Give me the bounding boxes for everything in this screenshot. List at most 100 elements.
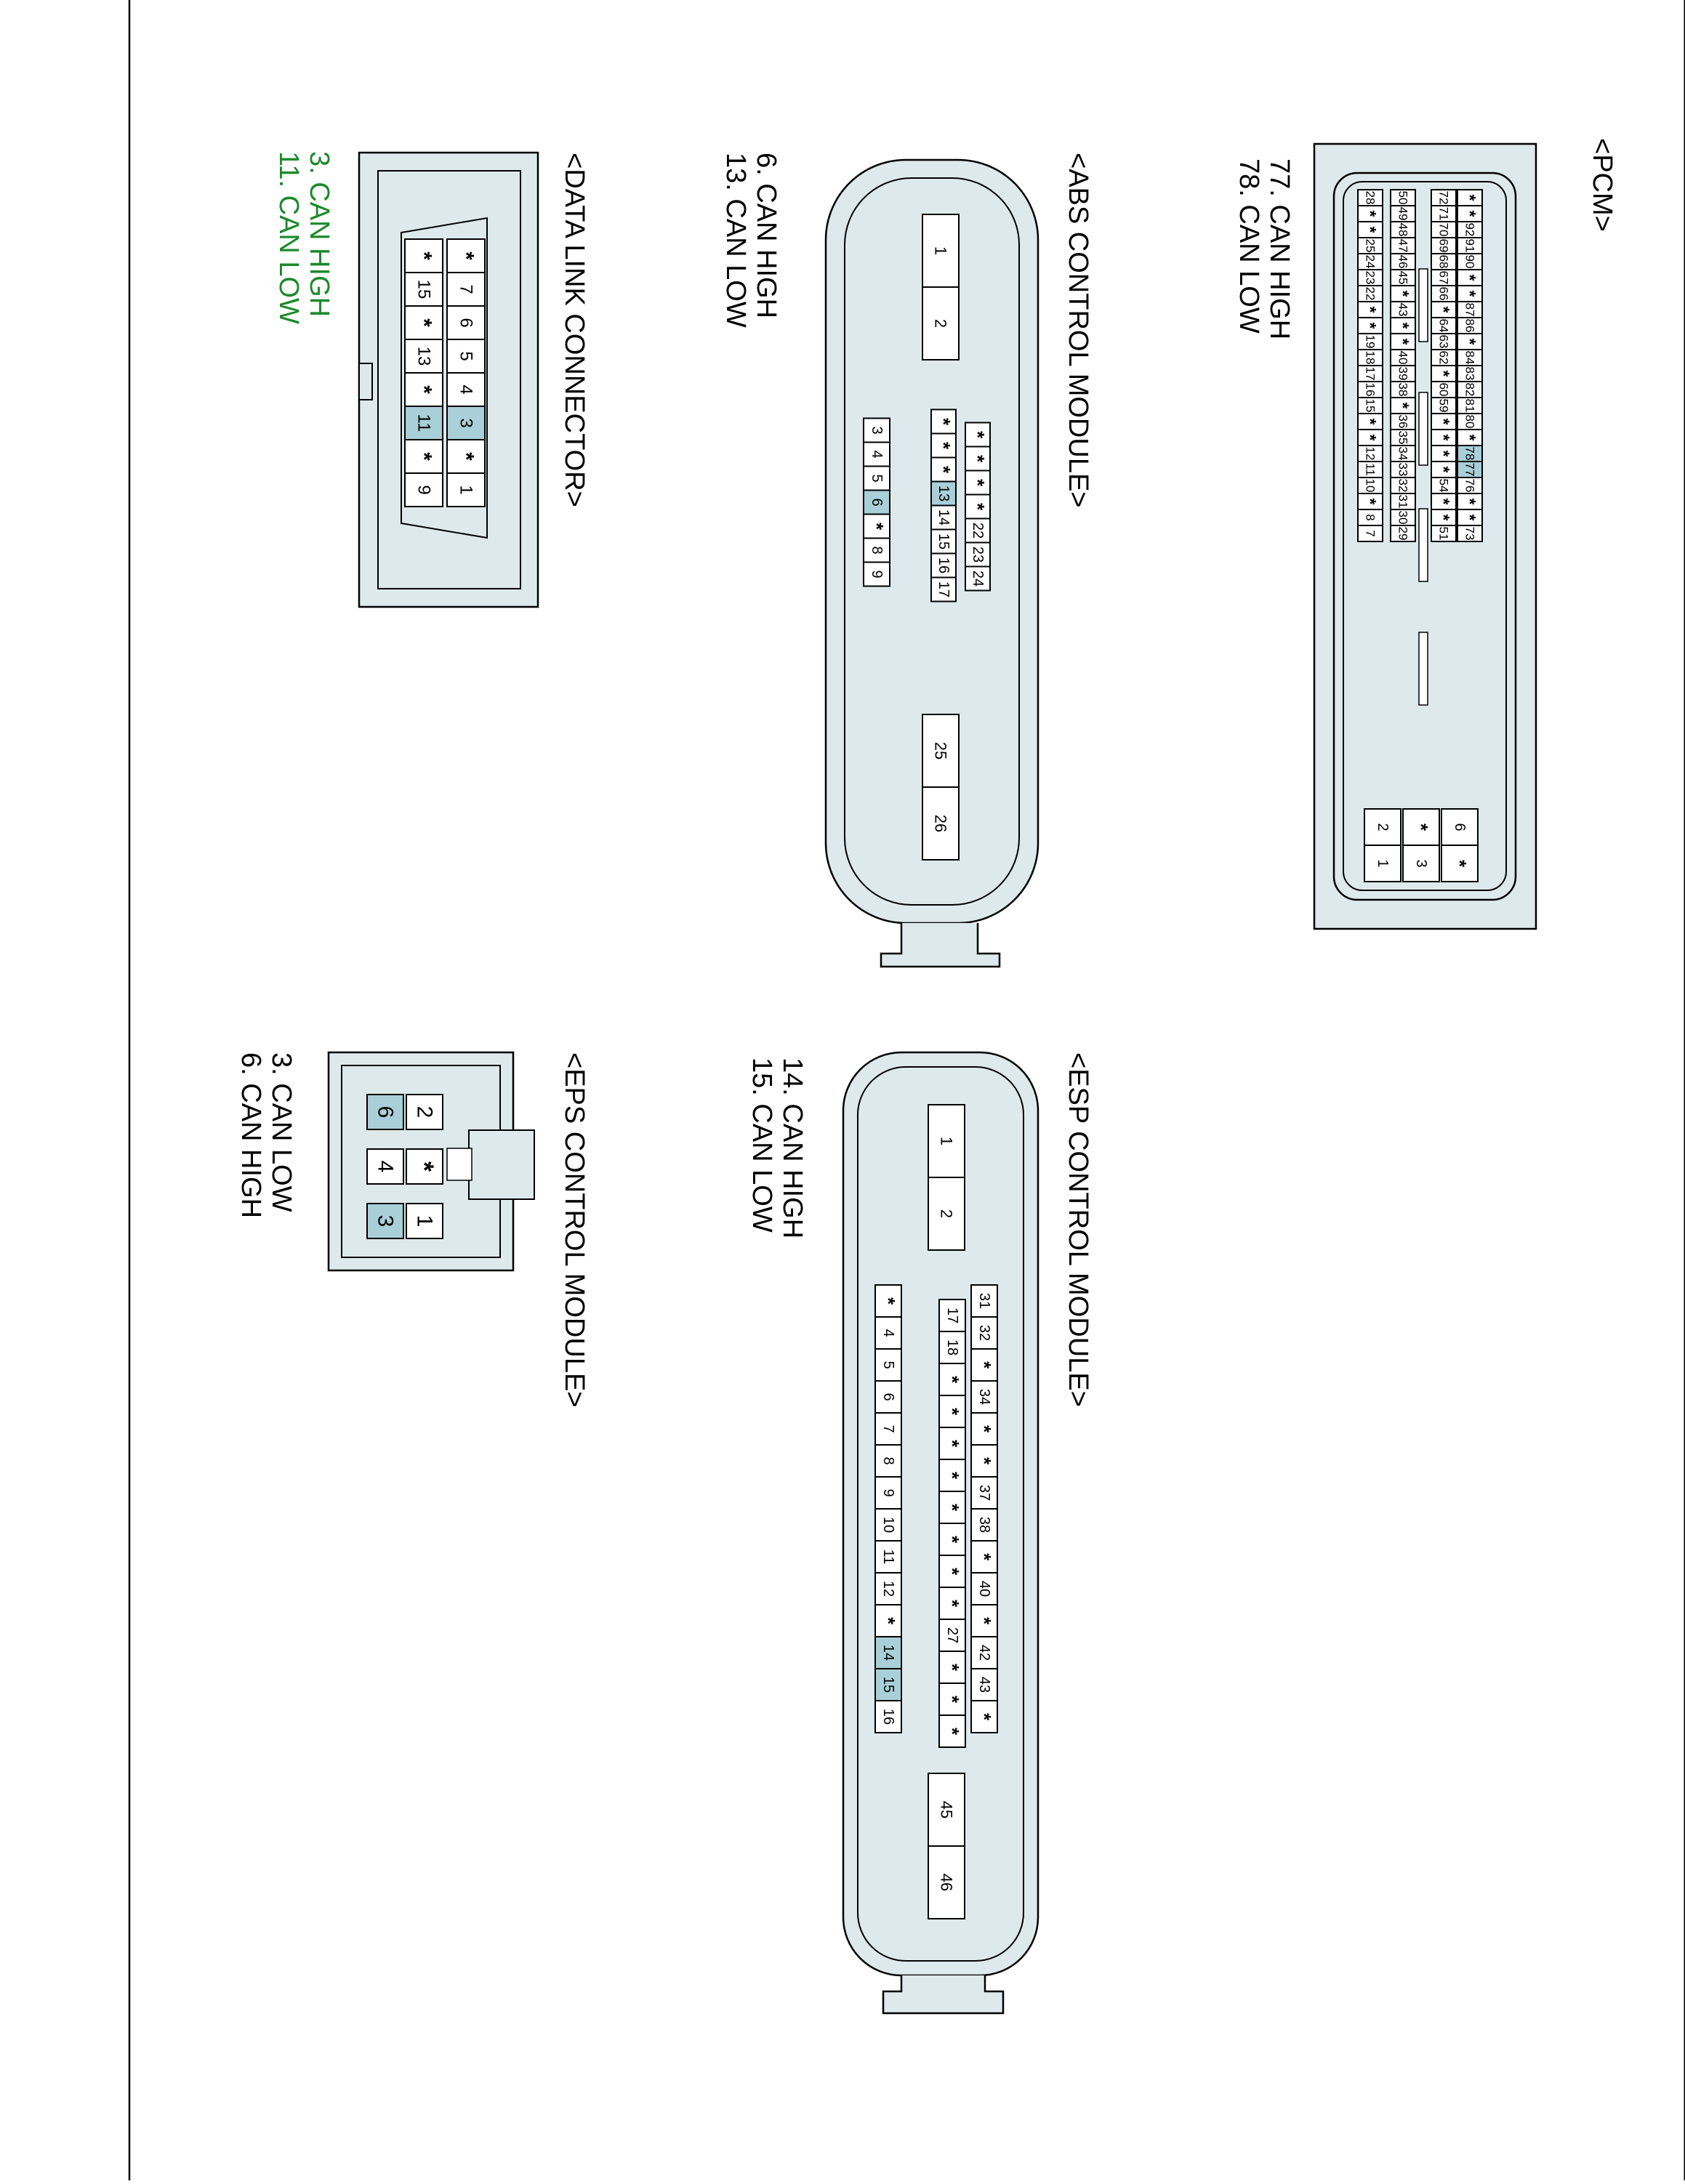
pcm-pin: 40 [1396,351,1410,365]
esp-pin: * [941,1600,963,1608]
pcm-pin: 63 [1437,335,1451,349]
esp-pin: * [973,1425,995,1433]
abs-pin: 16 [936,557,952,573]
pcm-pin: * [1434,307,1453,313]
pcm-pin: 23 [1364,271,1378,285]
esp-connector: <ESP CONTROL MODULE> 14. CAN HIGH 15. CA… [747,1051,1093,2015]
abs-pin: * [933,466,954,474]
pcm-power-pin: 2 [1375,823,1391,831]
pcm-pin: 43 [1396,303,1410,317]
dlc-pin-cell [404,406,443,440]
dlc-pin: 6 [457,318,476,327]
dlc-pin-cell [446,439,486,474]
esp-pin: * [941,1472,963,1480]
abs-power-pin-cell [922,214,960,288]
pcm-pin: 30 [1396,511,1410,525]
abs-pin-cell [930,456,957,483]
dlc-pin: 15 [414,280,434,299]
esp-pin: 14 [880,1645,896,1661]
pcm-pin-cell [1390,525,1416,542]
esp-pin-cell [874,1444,902,1478]
pcm-pin: * [1434,371,1453,377]
esp-pin: 27 [944,1627,960,1643]
abs-pin: * [967,455,989,463]
dlc-pin-cell [446,406,486,440]
pcm-pin: * [1460,291,1479,297]
esp-pin: 40 [976,1581,992,1597]
esp-pin: 7 [880,1425,896,1433]
esp-latch [882,1975,1005,2015]
abs-inner-shell [844,177,1020,906]
abs-latch [880,923,1001,968]
esp-pin-grid: 1245463132*34**3738*40*4243*1718********… [874,1104,998,1919]
esp-pin: * [973,1553,995,1561]
esp-pin: 42 [976,1645,992,1661]
pcm-pin: * [1394,323,1412,329]
esp-pin: 38 [976,1517,992,1533]
pcm-power-pin-cell [1441,808,1479,846]
pcm-key-bar [1418,508,1428,582]
abs-power-pin-cell [922,714,960,788]
abs-pin: 4 [869,450,885,458]
eps-pin: 4 [374,1161,398,1173]
abs-power-pin: 2 [932,319,950,328]
esp-pin-cell [938,1395,966,1428]
pcm-pin: 8 [1364,514,1378,520]
pcm-pin: 66 [1437,287,1451,301]
pcm-power-pin-cell [1441,845,1479,882]
eps-title: <EPS CONTROL MODULE> [559,1052,590,1408]
esp-pin: * [941,1664,963,1672]
pcm-pin: * [1394,339,1412,345]
abs-pin-cell [863,441,890,467]
esp-pin-cell [874,1540,902,1573]
esp-pin: * [973,1617,995,1625]
pcm-pin: 10 [1364,479,1378,493]
pcm-pin: 34 [1396,447,1410,461]
pcm-key-bar [1418,268,1428,342]
pcm-pin: 62 [1437,351,1451,365]
pcm-pin: 68 [1437,255,1451,269]
esp-inner-shell [857,1066,1024,1962]
esp-pin-cell [938,1683,966,1716]
eps-pin-cell [406,1203,443,1239]
pcm-pin: * [1460,195,1479,201]
abs-power-pin: 25 [932,742,950,759]
abs-pin: * [967,479,989,487]
pcm-pin: * [1460,275,1479,281]
dlc-pin: 7 [457,284,476,294]
pcm-pin: 64 [1437,319,1451,333]
dlc-note-1: 3. CAN HIGH [304,151,334,317]
dlc-title: <DATA LINK CONNECTOR> [559,153,590,507]
pcm-power-pin: 6 [1452,823,1468,831]
esp-pin: 18 [944,1339,960,1355]
pcm-pin: 76 [1463,479,1477,493]
pcm-pin: 33 [1396,463,1410,477]
esp-pin-cell [874,1668,902,1701]
dlc-pin: * [412,318,436,327]
pcm-pin: * [1434,451,1453,457]
eps-note-2: 6. CAN HIGH [236,1052,266,1218]
esp-pin-cell [970,1508,998,1542]
esp-pin-cell [970,1476,998,1510]
esp-note-1: 14. CAN HIGH [777,1057,808,1238]
eps-pin-cell [366,1203,404,1239]
esp-pin-cell [938,1459,966,1492]
eps-pin-cell [406,1148,443,1185]
eps-key-slot [446,1148,472,1181]
esp-pin-cell [938,1491,966,1524]
esp-pin-cell [938,1299,966,1332]
pcm-pin: * [1361,211,1380,217]
esp-pin-cell [874,1572,902,1605]
dlc-pin-cell [446,238,486,273]
pcm-pin: 35 [1396,431,1410,445]
pcm-pin: 7 [1364,530,1378,536]
abs-pin: 24 [970,571,986,587]
pcm-pin: 48 [1396,223,1410,237]
pcm-power-block: 6**321 [1364,808,1479,882]
esp-pin-cell [970,1348,998,1382]
esp-pin-cell [970,1604,998,1637]
abs-pin: 5 [869,474,885,482]
esp-power-pin-cell [928,1773,965,1847]
